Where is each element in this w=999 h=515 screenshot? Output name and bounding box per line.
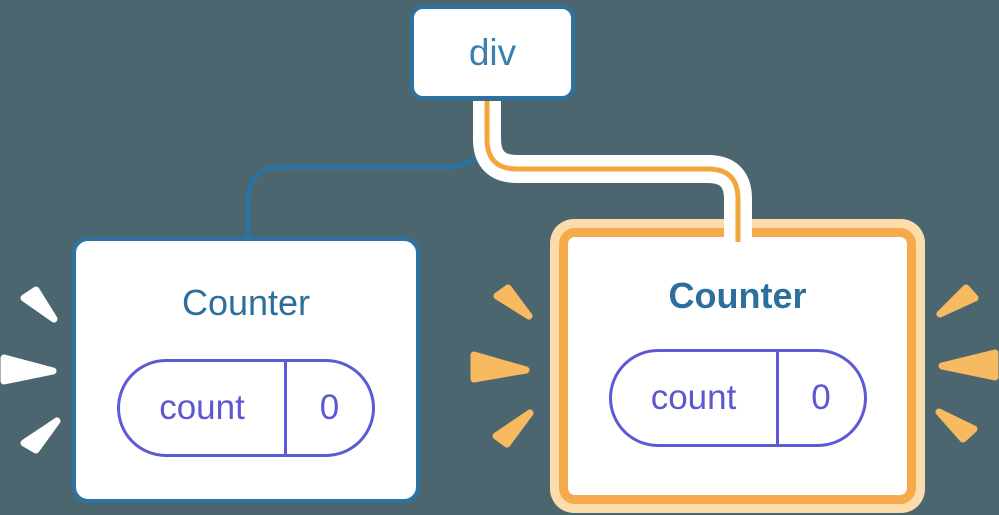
- counter-card-left-content: Counter count 0: [76, 241, 416, 457]
- edge-right-casing: [473, 101, 752, 237]
- state-name-left: count: [120, 362, 287, 454]
- counter-card-left: Counter count 0: [72, 237, 420, 503]
- state-name-right: count: [612, 352, 779, 444]
- state-value-left: 0: [319, 388, 340, 427]
- sparkle-icon: [492, 409, 534, 448]
- sparkle-icon: [938, 349, 999, 381]
- sparkle-icon: [0, 354, 57, 385]
- counter-title-left: Counter: [181, 282, 311, 323]
- sparkle-icon: [470, 351, 530, 383]
- sparkle-icon: [20, 417, 61, 454]
- state-value-right: 0: [811, 378, 831, 417]
- state-pill-right: count 0: [608, 349, 867, 447]
- sparkle-icon: [936, 284, 979, 318]
- root-div-label: div: [468, 32, 517, 73]
- counter-card-right-content: Counter count 0: [568, 237, 907, 447]
- sparkle-burst-orange-right: [935, 284, 999, 443]
- counter-card-right-glow: Counter count 0: [550, 219, 925, 513]
- state-pill-left: count 0: [117, 359, 375, 457]
- sparkle-icon: [935, 408, 978, 443]
- root-div-node: div: [410, 5, 575, 100]
- sparkle-burst-white-left: [0, 286, 61, 454]
- sparkle-icon: [493, 284, 533, 320]
- sparkle-burst-orange-left: [470, 284, 534, 448]
- counter-card-right: Counter count 0: [559, 228, 916, 504]
- edge-left-blue: [245, 101, 496, 240]
- sparkle-icon: [20, 286, 58, 323]
- counter-title-right: Counter: [668, 275, 807, 316]
